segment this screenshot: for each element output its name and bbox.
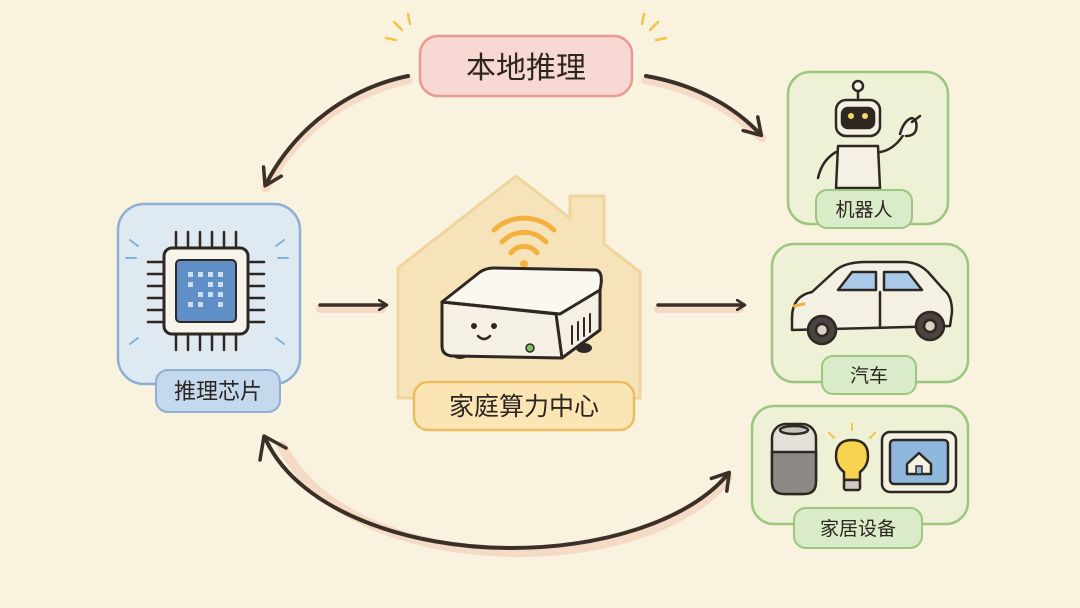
- car-label: 汽车: [850, 365, 888, 387]
- title-pill: [418, 34, 634, 98]
- chip-label: 推理芯片: [174, 380, 262, 405]
- robot-panel: 机器人: [786, 70, 950, 229]
- title-text: 本地推理: [466, 51, 586, 86]
- wifi-icon: [491, 215, 557, 268]
- car-label-box: [821, 355, 917, 395]
- chip-icon: [125, 230, 289, 352]
- sparkle-left-icon: [384, 12, 412, 42]
- robot-label: 机器人: [835, 199, 892, 221]
- hub-label-box: [412, 380, 636, 432]
- hub-device-icon: [440, 266, 603, 360]
- hub-label: 家庭算力中心: [449, 392, 599, 421]
- speaker-icon: [770, 422, 818, 496]
- loop-arrow-line: [264, 438, 732, 551]
- robot-icon: [816, 79, 922, 190]
- home-label: 家居设备: [820, 518, 896, 540]
- arrow-hub-to-devices: [654, 305, 744, 313]
- top-right-arrow: [641, 74, 767, 143]
- sparkle-right-icon: [640, 12, 668, 42]
- lightbulb-icon: [828, 423, 876, 492]
- hub-group: 家庭算力中心: [396, 174, 642, 432]
- title-group: 本地推理: [384, 12, 668, 98]
- home-panel: 家居设备: [750, 404, 970, 549]
- loop-arrow-head-left-icon: [258, 434, 288, 462]
- tablet-icon: [880, 430, 958, 494]
- arrow-chip-to-hub: [316, 305, 386, 313]
- car-panel: 汽车: [770, 242, 970, 395]
- top-left-arrow: [261, 74, 413, 193]
- chip-panel: 推理芯片: [116, 202, 302, 413]
- robot-label-box: [815, 189, 913, 229]
- car-icon: [790, 260, 954, 346]
- bottom-loop-arrow: [258, 434, 733, 558]
- chip-label-box: [155, 369, 281, 413]
- home-label-box: [793, 507, 923, 549]
